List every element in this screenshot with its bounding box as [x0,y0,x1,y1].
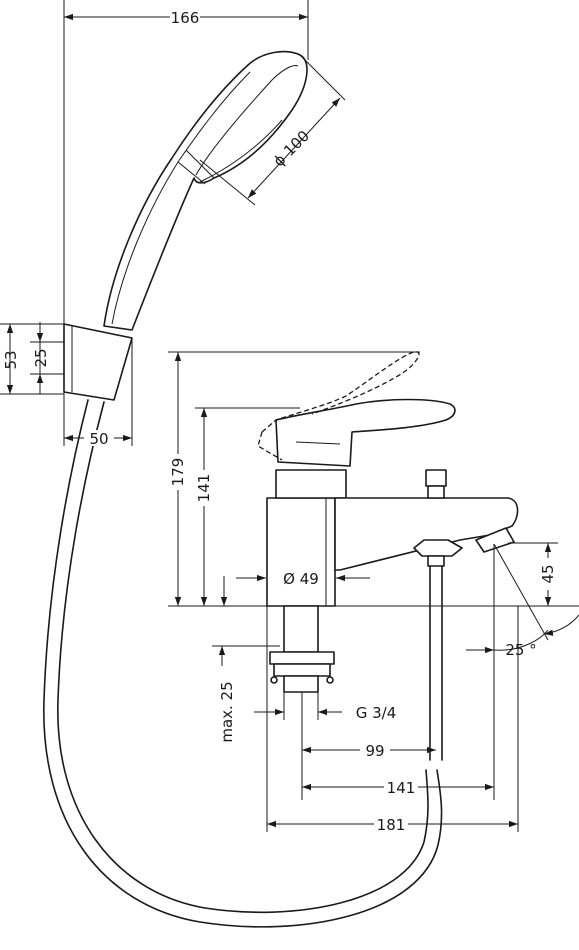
label-hand-shower-width: 166 [171,9,200,27]
label-spout-height: 45 [539,564,557,583]
label-holder-height-inner: 25 [32,348,50,367]
label-head-diameter: ϕ 100 [270,127,313,170]
label-holder-width: 50 [89,430,108,448]
label-height-lever-closed: 141 [195,474,213,503]
label-max-deck-thickness: max. 25 [218,681,236,742]
label-height-lever-open: 179 [169,458,187,487]
shower-hose [43,399,443,928]
hand-shower [103,50,308,331]
label-projection-mid: 141 [387,779,416,797]
dimension-lines [0,0,579,832]
label-holder-height-total: 53 [2,350,20,369]
label-connection-thread: G 3/4 [356,704,397,722]
label-projection-total: 181 [377,816,406,834]
shower-holder [63,323,133,401]
mixer-body [257,351,519,761]
label-spout-angle: 25 ° [505,641,536,659]
label-body-diameter: Ø 49 [283,570,319,588]
label-projection-outlet: 99 [365,742,384,760]
